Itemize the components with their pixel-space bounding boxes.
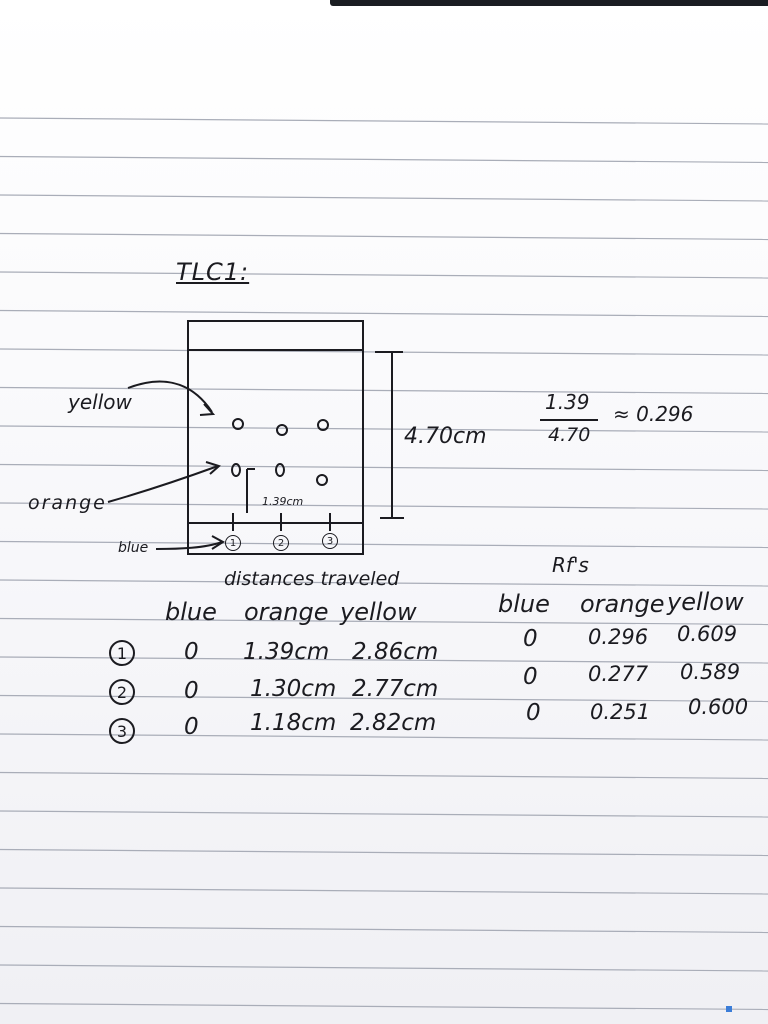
rf-col-yellow: yellow — [667, 588, 744, 616]
table-cell: 0.600 — [688, 695, 749, 719]
ruled-line — [0, 463, 768, 472]
table-cell: 1.39cm — [243, 639, 330, 665]
label-orange: orange — [28, 492, 107, 514]
label-blue: blue — [118, 540, 149, 556]
yellow-spot — [232, 418, 244, 430]
table-cell: 2.77cm — [352, 676, 439, 702]
table-cell: 0 — [184, 714, 199, 740]
page-title: TLC1: — [176, 258, 250, 286]
ruled-line — [0, 925, 768, 934]
distances-heading: distances traveled — [224, 568, 400, 590]
yellow-arrow — [127, 380, 213, 413]
table-cell: 1.18cm — [250, 710, 337, 736]
ruled-line — [0, 386, 768, 395]
table-cell: 0 — [523, 626, 538, 652]
ruled-line — [0, 848, 768, 857]
row-marker: 2 — [109, 679, 135, 705]
table-cell: 2.82cm — [350, 710, 437, 736]
ruled-line — [0, 810, 768, 818]
table-cell: 0 — [523, 664, 538, 690]
fraction-result: ≈ 0.296 — [613, 402, 694, 426]
spot-marker: 2 — [273, 535, 289, 551]
ruled-line — [0, 155, 768, 164]
table-cell: 0.589 — [680, 660, 741, 684]
orange-arrow — [107, 465, 219, 503]
row-marker: 1 — [109, 640, 135, 666]
table-cell: 0 — [184, 678, 199, 704]
orange-spot — [275, 463, 285, 477]
ruled-line — [0, 540, 768, 549]
label-yellow: yellow — [68, 390, 132, 414]
ruled-line — [0, 309, 768, 318]
orange-spot — [316, 474, 328, 486]
ruled-line — [0, 117, 768, 125]
scanner-logo-icon — [726, 1006, 732, 1012]
fraction-denominator: 4.70 — [548, 424, 591, 446]
tlc-plate — [187, 320, 364, 555]
ruled-line — [0, 617, 768, 626]
table-cell: 0.277 — [588, 662, 649, 686]
ruled-line — [0, 425, 768, 433]
orange-spot — [231, 463, 241, 477]
rf-heading: Rf's — [552, 553, 589, 577]
table-cell: 2.86cm — [352, 639, 439, 665]
table-cell: 1.30cm — [250, 676, 337, 702]
yellow-spot — [276, 424, 288, 436]
row-marker: 3 — [109, 718, 135, 744]
ruled-line — [0, 502, 768, 510]
ruled-line — [0, 579, 768, 587]
table-cell: 0.609 — [677, 622, 738, 646]
rf-col-orange: orange — [580, 590, 665, 618]
fraction-numerator: 1.39 — [545, 390, 590, 414]
tlc-plate-drawing — [107, 320, 598, 555]
distances-col-blue: blue — [165, 598, 217, 626]
blue-arrow — [155, 541, 223, 550]
ruled-line — [0, 964, 768, 972]
table-cell: 0 — [526, 700, 541, 726]
ruled-line — [0, 771, 768, 780]
solvent-front-distance: 4.70cm — [404, 424, 487, 449]
ruled-line — [0, 232, 768, 241]
table-cell: 0.251 — [590, 700, 651, 724]
yellow-spot — [317, 419, 329, 431]
scanner-watermark — [726, 1006, 734, 1013]
spot-marker: 1 — [225, 535, 241, 551]
ruled-line — [0, 194, 768, 202]
rf-col-blue: blue — [498, 590, 550, 618]
ruled-line — [0, 1002, 768, 1011]
distance-annotation: 1.39cm — [262, 495, 304, 508]
distances-col-orange: orange — [244, 598, 329, 626]
table-cell: 0.296 — [588, 625, 649, 649]
page-top-edge — [330, 0, 768, 6]
table-cell: 0 — [184, 639, 199, 665]
ruled-line — [0, 271, 768, 279]
distances-col-yellow: yellow — [340, 598, 417, 626]
ruled-line — [0, 887, 768, 895]
spot-marker: 3 — [322, 533, 338, 549]
